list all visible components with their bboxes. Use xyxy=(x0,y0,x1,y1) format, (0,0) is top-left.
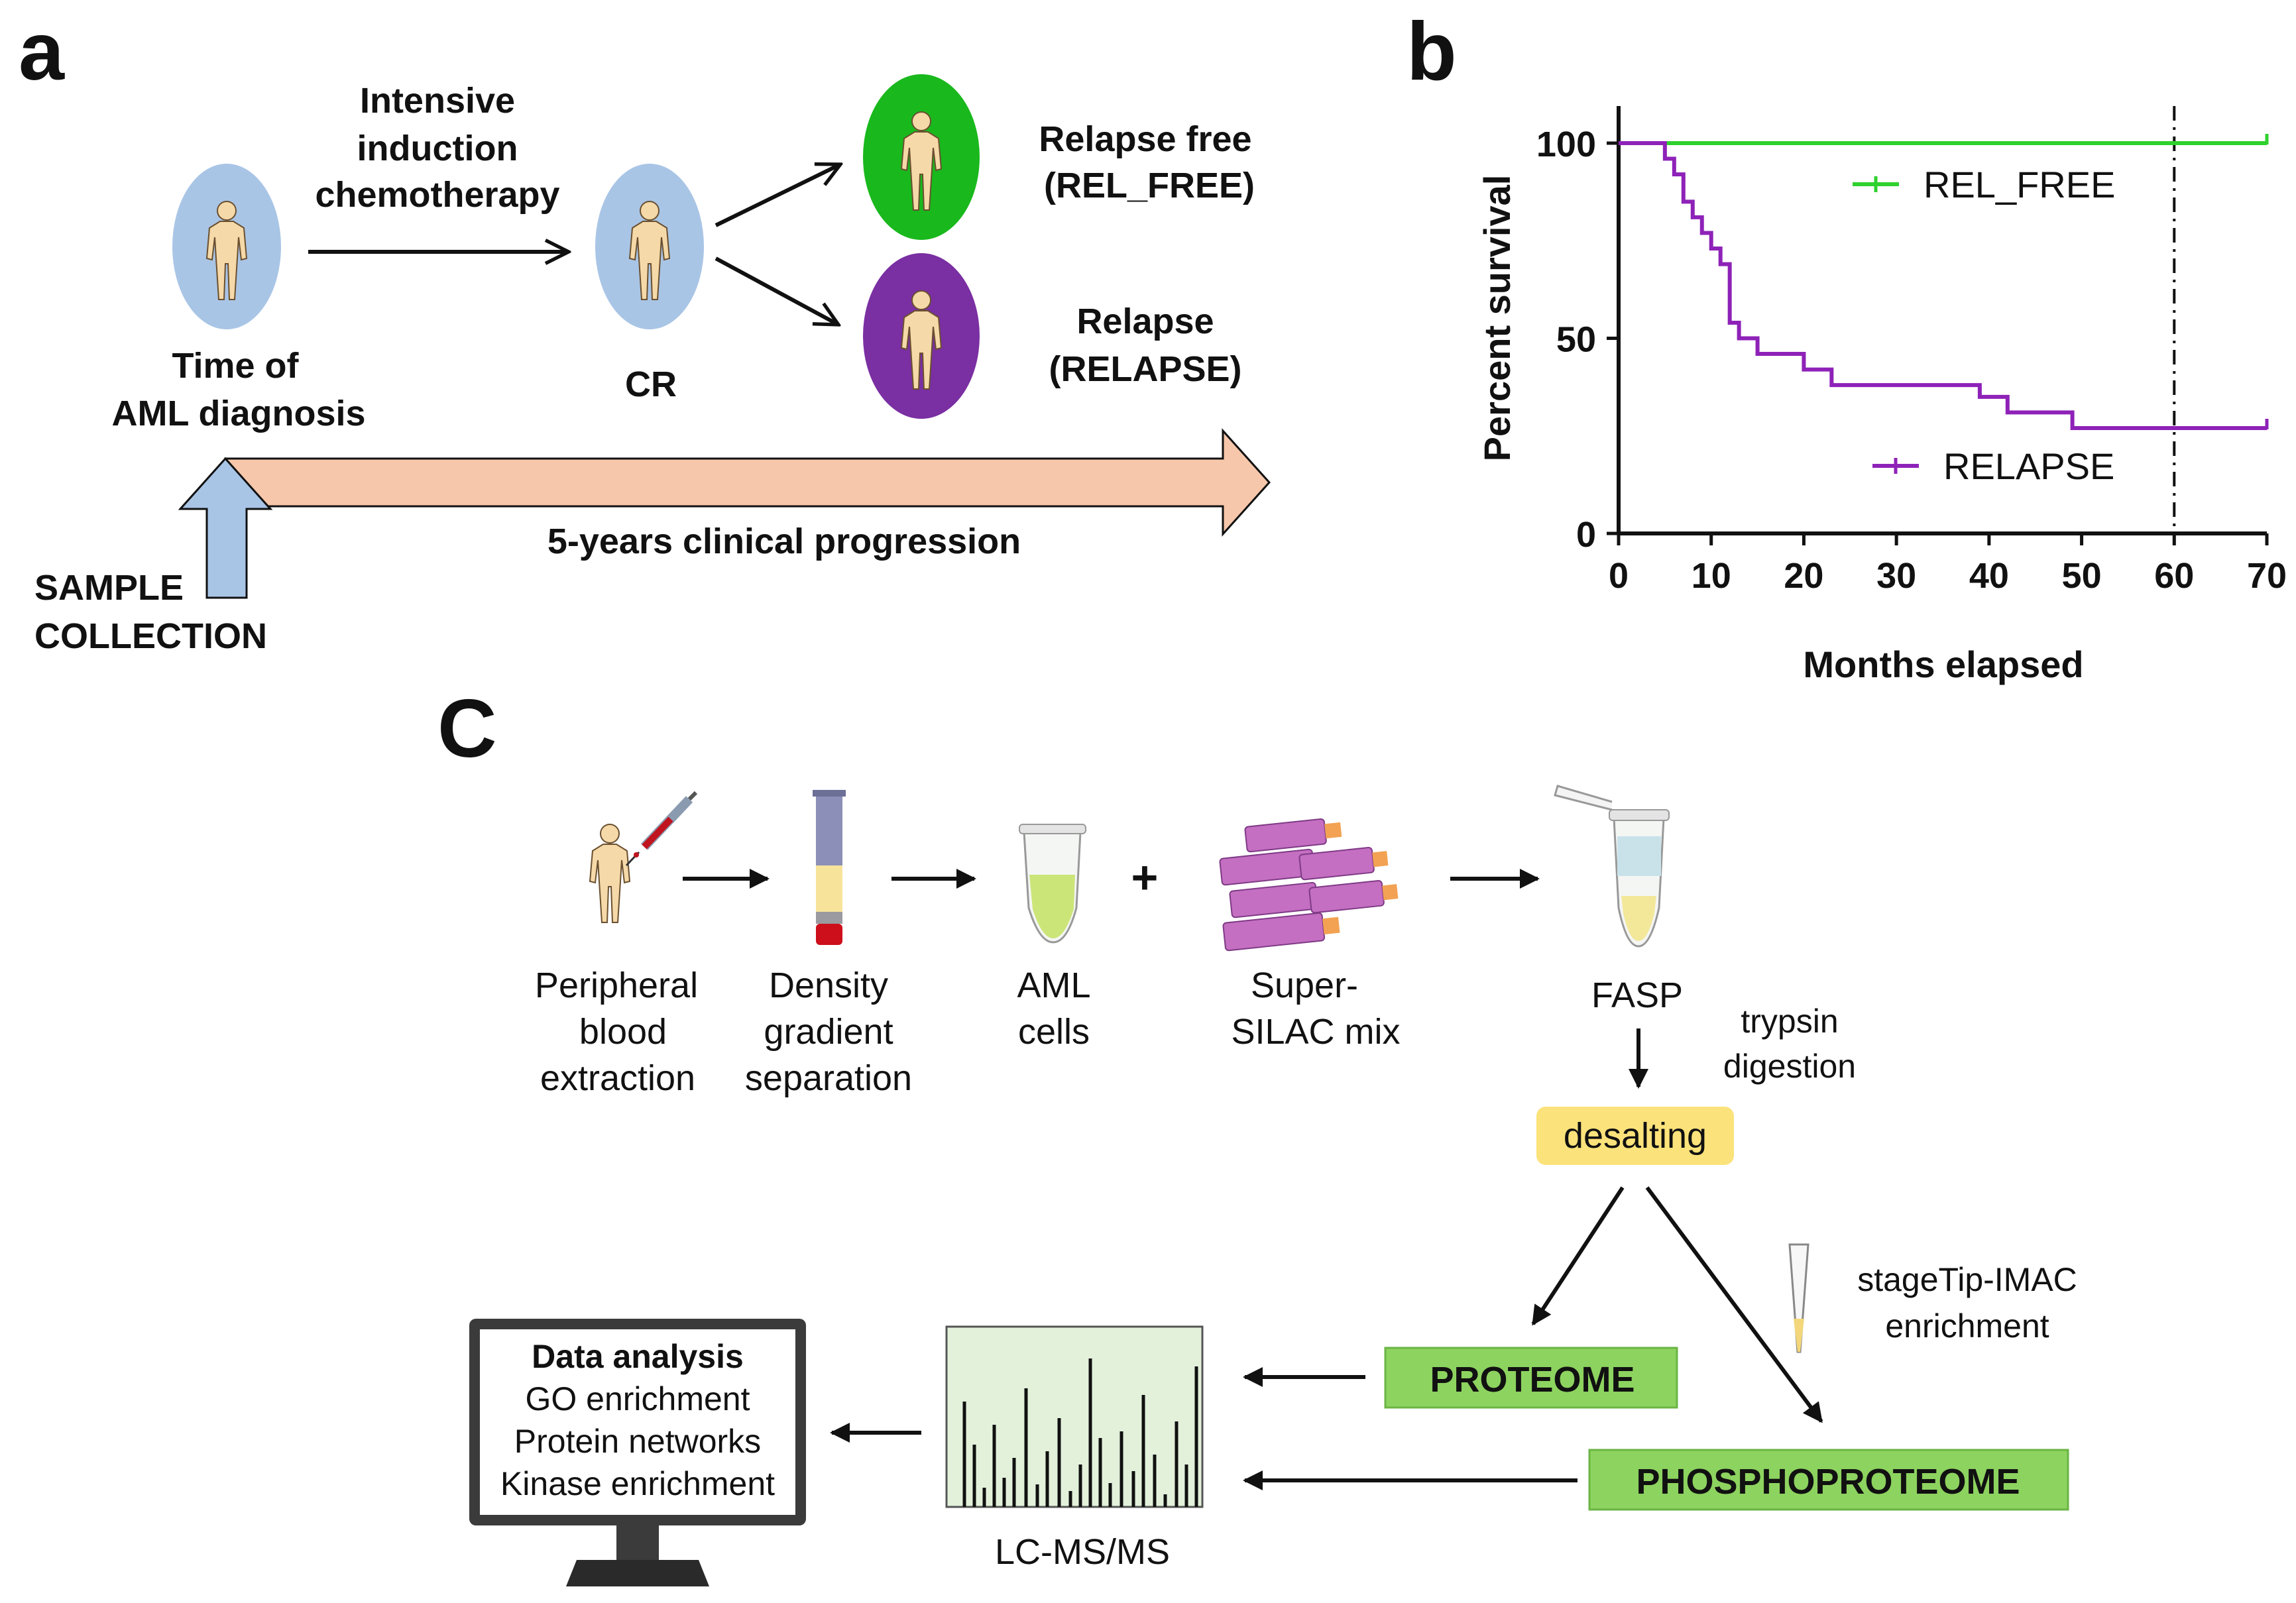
progression-label: 5-years clinical progression xyxy=(547,522,1021,561)
super-silac-flasks-icon xyxy=(1219,818,1399,952)
density-gradient-tube-icon xyxy=(813,790,846,945)
stagetip-icon xyxy=(1788,1243,1809,1353)
legend-relapse-label: RELAPSE xyxy=(1943,445,2114,487)
x-tick-label: 50 xyxy=(2062,556,2102,596)
x-tick-label: 70 xyxy=(2247,556,2287,596)
phosphoproteome-label: PHOSPHOPROTEOME xyxy=(1636,1462,2020,1502)
survival-chart: 0 10 20 30 40 50 60 70 0 50 100 xyxy=(1536,106,2287,596)
arrow-to-relapse xyxy=(715,256,838,325)
step-aml-line2: cells xyxy=(1018,1012,1090,1052)
axis-ticks: 0 10 20 30 40 50 60 70 0 50 100 xyxy=(1536,125,2287,596)
progression-arrow xyxy=(224,428,1271,537)
x-tick-label: 0 xyxy=(1609,556,1629,596)
proteome-label: PROTEOME xyxy=(1430,1360,1635,1400)
trypsin-line2: digestion xyxy=(1723,1048,1856,1085)
series-layer xyxy=(1619,134,2269,430)
sample-collection-arrow xyxy=(178,457,273,599)
x-tick-label: 60 xyxy=(2154,556,2194,596)
desalting-box xyxy=(1536,1107,1734,1165)
legend-rel-free: REL_FREE xyxy=(1853,164,2115,205)
x-tick-label: 10 xyxy=(1692,556,1731,596)
y-axis-title: Percent survival xyxy=(1476,175,1518,462)
step-aml-label: AML cells xyxy=(1017,966,1090,1052)
chemo-label-line2: induction xyxy=(357,129,518,168)
phosphoproteome-box xyxy=(1588,1449,2069,1511)
x-tick-label: 20 xyxy=(1784,556,1823,596)
lcms-spectrum-icon xyxy=(945,1325,1204,1508)
diagnosis-label-line2: AML diagnosis xyxy=(111,394,365,433)
sample-label-line1: SAMPLE xyxy=(34,568,184,608)
x-axis-title: Months elapsed xyxy=(1803,643,2083,685)
step-silac-line2: SILAC mix xyxy=(1231,1012,1400,1052)
monitor-line-go: GO enrichment xyxy=(525,1380,750,1417)
fasp-tube-icon xyxy=(1554,785,1670,948)
step-peripheral-line3: extraction xyxy=(540,1058,695,1098)
step-density-line1: Density xyxy=(769,966,888,1005)
monitor-neck xyxy=(616,1525,659,1560)
aml-cells-tube-icon xyxy=(1019,824,1086,944)
y-tick-label: 0 xyxy=(1576,515,1596,555)
arrow-desalting-to-phosphoproteome xyxy=(1645,1186,1823,1423)
plus-sign: + xyxy=(1131,852,1159,903)
step-silac-line1: Super- xyxy=(1251,966,1358,1005)
blood-donor-icon xyxy=(589,824,630,923)
step-peripheral-line2: blood xyxy=(579,1012,667,1052)
series-line-relapse xyxy=(1619,141,2267,430)
step-peripheral-label: Peripheral blood extraction xyxy=(535,966,698,1098)
step-aml-line1: AML xyxy=(1017,966,1090,1005)
trypsin-line1: trypsin xyxy=(1741,1003,1838,1040)
relapse-label-line2: (RELAPSE) xyxy=(1049,349,1241,389)
chemo-label-line3: chemotherapy xyxy=(315,175,559,215)
relapse-label-line1: Relapse xyxy=(1076,302,1214,341)
stagetip-line1: stageTip-IMAC xyxy=(1857,1261,2077,1298)
step-silac-label: Super- SILAC mix xyxy=(1231,966,1400,1052)
x-tick-label: 40 xyxy=(1969,556,2009,596)
monitor-line-networks: Protein networks xyxy=(514,1423,761,1460)
diagnosis-label-line1: Time of xyxy=(172,346,299,386)
monitor-title: Data analysis xyxy=(532,1338,744,1375)
data-analysis-monitor-icon xyxy=(469,1319,806,1586)
panel-a-label: a xyxy=(19,6,65,97)
step-density-label: Density gradient separation xyxy=(745,966,912,1098)
chemo-label-line1: Intensive xyxy=(360,81,515,121)
step-fasp-label: FASP xyxy=(1591,975,1683,1015)
panel-c-label: C xyxy=(437,683,497,775)
relapse-free-label-line1: Relapse free xyxy=(1039,119,1251,159)
stagetip-line2: enrichment xyxy=(1885,1307,2049,1345)
monitor-line-kinase: Kinase enrichment xyxy=(500,1465,775,1502)
desalting-label: desalting xyxy=(1564,1116,1707,1156)
legend-rel-free-label: REL_FREE xyxy=(1923,164,2115,205)
sample-label-line2: COLLECTION xyxy=(34,616,267,656)
monitor-stand xyxy=(566,1560,709,1586)
arrow-desalting-to-proteome xyxy=(1531,1186,1625,1326)
relapse-free-label-line2: (REL_FREE) xyxy=(1044,166,1255,205)
y-tick-label: 50 xyxy=(1556,320,1596,360)
lcms-label: LC-MS/MS xyxy=(995,1532,1170,1572)
syringe-icon xyxy=(625,791,698,867)
cr-label: CR xyxy=(625,364,677,404)
step-peripheral-line1: Peripheral xyxy=(535,966,698,1005)
monitor-screen xyxy=(480,1329,795,1515)
y-tick-label: 100 xyxy=(1536,125,1596,164)
x-tick-label: 30 xyxy=(1876,556,1916,596)
proteome-box xyxy=(1384,1347,1678,1409)
step-density-line2: gradient xyxy=(764,1012,893,1052)
legend-relapse: RELAPSE xyxy=(1872,445,2114,487)
step-density-line3: separation xyxy=(745,1058,912,1098)
panel-b-label: b xyxy=(1406,6,1457,97)
arrow-to-relapse-free xyxy=(715,164,840,227)
